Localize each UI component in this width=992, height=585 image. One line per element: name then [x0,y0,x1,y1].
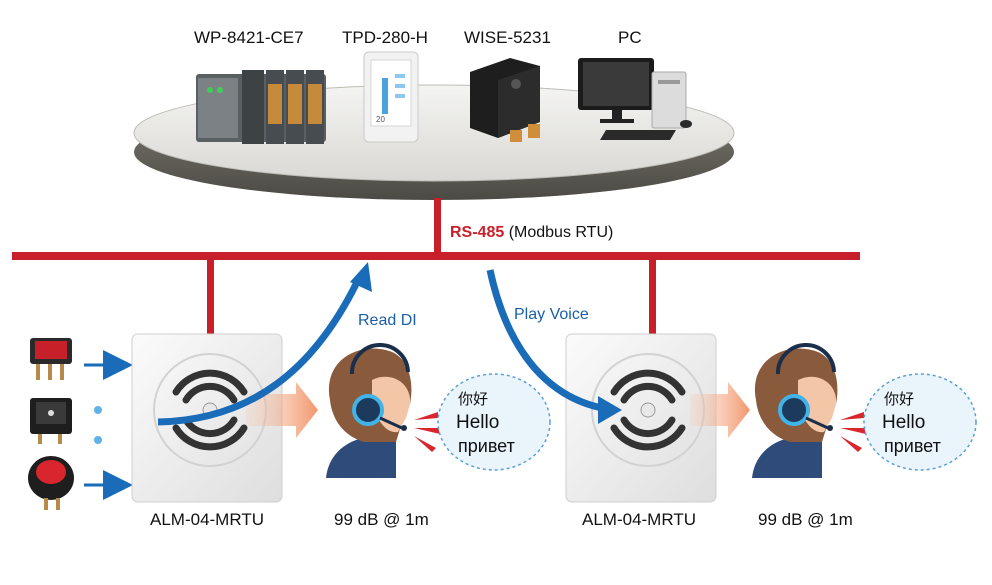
speech-bubble-1 [437,373,551,471]
iot-controller-icon [470,58,540,142]
play-voice-arrow [486,269,603,412]
bus-label: RS-485 (Modbus RTU) [450,224,613,242]
read-di-arrow [157,274,364,426]
touch-panel-icon: 20 [363,51,419,143]
speech-text-chinese: 你好 [458,390,489,408]
person-headset-icon [326,343,412,478]
desktop-pc-icon [578,58,692,140]
svg-text:20: 20 [376,115,385,124]
speech-lines-1 [414,412,440,452]
unit-model-label-1: ALM-04-MRTU [150,510,264,529]
rs485-bus [12,198,860,336]
speech-text-chinese: 你好 [884,390,915,408]
device-label-tpd280: TPD-280-H [342,28,428,47]
person-headset-icon [752,343,838,478]
rocker-switch-red-icon [30,338,72,380]
speech-text-russian: привет [458,436,515,456]
read-di-label: Read DI [358,312,417,329]
input-arrows [84,350,133,500]
round-rocker-switch-red-icon [28,456,74,510]
speech-text-russian: привет [884,436,941,456]
alarm-unit-2 [565,333,717,503]
speech-text-english: Hello [456,412,500,433]
read-di-arrowhead [350,262,372,292]
bus-protocol: (Modbus RTU) [508,224,614,241]
play-voice-arrowhead [598,396,622,424]
plc-controller-icon [196,70,326,144]
play-voice-label: Play Voice [514,306,589,323]
device-label-wp8421: WP-8421-CE7 [194,28,304,47]
speech-bubble-2 [863,373,977,471]
sound-beam-2 [690,382,750,438]
device-label-wise5231: WISE-5231 [464,28,551,47]
unit-model-label-2: ALM-04-MRTU [582,510,696,529]
device-label-pc: PC [618,28,642,47]
speech-text-english: Hello [882,412,926,433]
unit-spl-label-1: 99 dB @ 1m [334,510,429,529]
unit-spl-label-2: 99 dB @ 1m [758,510,853,529]
rocker-switch-black-icon [30,398,72,444]
speech-lines-2 [840,412,866,452]
bus-name: RS-485 [450,224,505,241]
